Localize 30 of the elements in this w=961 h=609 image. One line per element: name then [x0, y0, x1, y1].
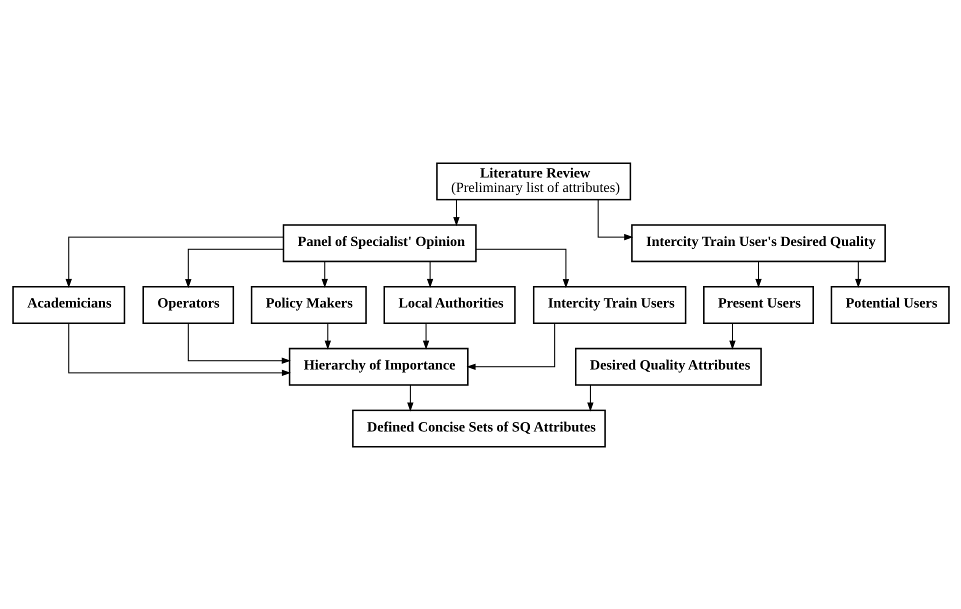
node-box: Panel of Specialist' Opinion: [282, 224, 476, 262]
node-box: Literature Review (Preliminary list of attributes): [436, 162, 631, 200]
arrow: [324, 323, 330, 350]
arrow: [597, 199, 633, 240]
arrow: [452, 199, 460, 226]
node-box: Intercity Train User's Desired Quality: [630, 224, 886, 262]
node-box: Intercity Train Users: [532, 286, 686, 324]
node-box: Operators: [142, 286, 234, 324]
node-box: Academicians: [12, 286, 125, 324]
node-box: Defined Concise Sets of SQ Attributes: [352, 409, 606, 448]
arrow: [321, 261, 328, 288]
arrow: [854, 261, 861, 288]
node-box: Desired Quality Attributes: [574, 347, 762, 386]
arrow: [586, 384, 594, 412]
node-box: Present Users: [702, 286, 814, 324]
arrow: [184, 248, 283, 288]
arrow: [187, 322, 290, 364]
arrow: [68, 323, 290, 376]
arrow: [754, 261, 762, 288]
arrow: [422, 323, 429, 350]
arrow: [476, 248, 569, 288]
node-box: Potential Users: [830, 286, 950, 324]
node-box: Hierarchy of Importance: [288, 347, 468, 386]
arrow: [426, 261, 433, 288]
node-box: Local Authorities: [383, 286, 516, 324]
arrow: [406, 384, 414, 412]
arrow: [65, 236, 283, 288]
arrow: [728, 323, 736, 350]
arrow: [466, 323, 555, 370]
node-box: Policy Makers: [250, 286, 366, 324]
